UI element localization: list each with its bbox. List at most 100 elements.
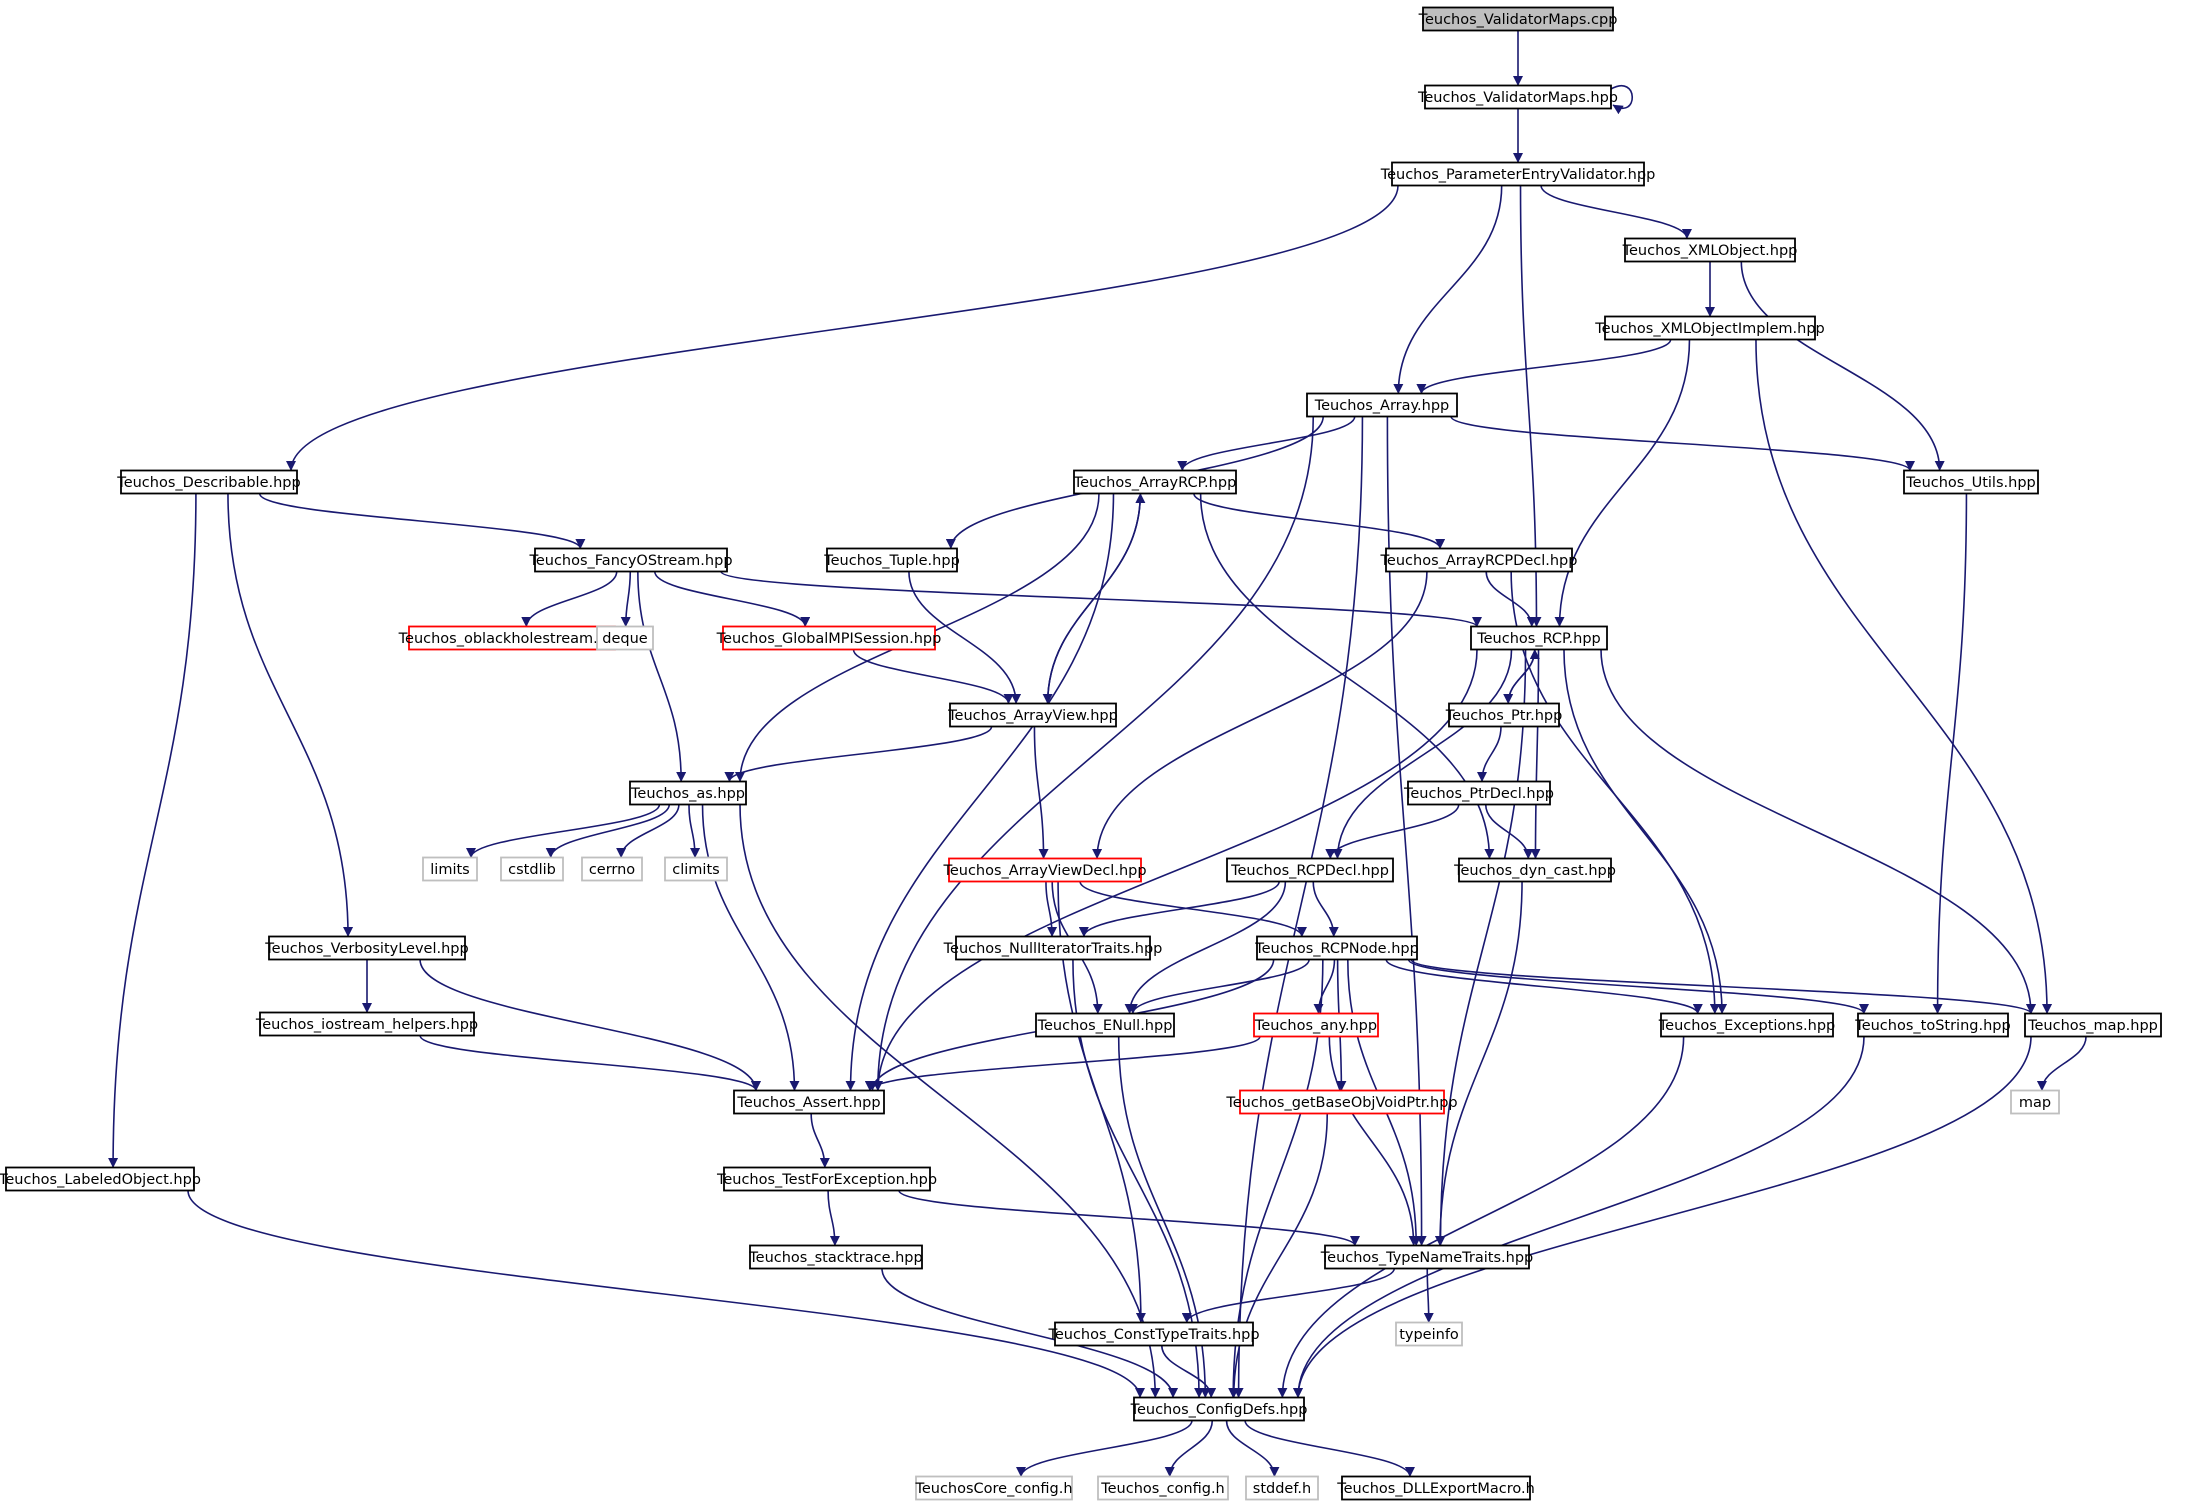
- node-box: [1245, 1475, 1319, 1501]
- node-assert[interactable]: Teuchos_Assert.hpp: [733, 1089, 885, 1115]
- node-cerrno[interactable]: cerrno: [581, 856, 643, 882]
- node-xmlobject[interactable]: Teuchos_XMLObject.hpp: [1622, 237, 1798, 263]
- node-globalmpi[interactable]: Teuchos_GlobalMPISession.hpp: [716, 625, 942, 651]
- node-arrayrcp[interactable]: Teuchos_ArrayRCP.hpp: [1073, 469, 1237, 495]
- node-teuchoscore-config[interactable]: TeuchosCore_config.h: [914, 1475, 1073, 1501]
- edge-rcp-to-assert: [873, 649, 1478, 1091]
- node-enull[interactable]: Teuchos_ENull.hpp: [1035, 1012, 1175, 1038]
- node-typenametraits[interactable]: Teuchos_TypeNameTraits.hpp: [1320, 1244, 1533, 1270]
- node-dllexport[interactable]: Teuchos_DLLExportMacro.h: [1336, 1475, 1535, 1501]
- node-stddef[interactable]: stddef.h: [1245, 1475, 1319, 1501]
- node-label: Teuchos_as.hpp: [630, 786, 745, 802]
- node-fancyostream[interactable]: Teuchos_FancyOStream.hpp: [528, 547, 733, 573]
- node-deque[interactable]: deque: [596, 625, 654, 651]
- node-label: Teuchos_map.hpp: [2027, 1018, 2158, 1034]
- node-describable[interactable]: Teuchos_Describable.hpp: [116, 469, 301, 495]
- edge-rcp-to-exceptions: [1563, 649, 1728, 1014]
- node-rcpnode[interactable]: Teuchos_RCPNode.hpp: [1254, 935, 1419, 961]
- node-label: Teuchos_ArrayViewDecl.hpp: [942, 863, 1146, 879]
- node-label: Teuchos_dyn_cast.hpp: [1453, 863, 1616, 879]
- node-stacktrace[interactable]: Teuchos_stacktrace.hpp: [748, 1244, 923, 1270]
- node-tostring[interactable]: Teuchos_toString.hpp: [1854, 1012, 2011, 1038]
- node-map-hpp[interactable]: Teuchos_map.hpp: [2024, 1012, 2162, 1038]
- edge-rcpdecl-to-enull: [1124, 881, 1287, 1014]
- node-box: [1073, 469, 1237, 495]
- node-cstdlib[interactable]: cstdlib: [500, 856, 564, 882]
- node-consttypetraits[interactable]: Teuchos_ConstTypeTraits.hpp: [1047, 1321, 1260, 1347]
- node-tuple[interactable]: Teuchos_Tuple.hpp: [823, 547, 960, 573]
- node-box: [826, 547, 958, 573]
- node-oblackhole[interactable]: Teuchos_oblackholestream.hpp: [398, 625, 626, 651]
- node-label: Teuchos_ConfigDefs.hpp: [1130, 1402, 1308, 1418]
- node-label: deque: [602, 631, 648, 647]
- edge-rcpnode-to-map-hpp: [1410, 958, 2036, 1015]
- node-rcp[interactable]: Teuchos_RCP.hpp: [1470, 625, 1608, 651]
- node-paramentryvalidator[interactable]: Teuchos_ParameterEntryValidator.hpp: [1380, 161, 1656, 187]
- node-box: [581, 856, 643, 882]
- node-labeledobject[interactable]: Teuchos_LabeledObject.hpp: [0, 1166, 201, 1192]
- node-label: Teuchos_ValidatorMaps.hpp: [1417, 90, 1618, 106]
- node-label: Teuchos_Tuple.hpp: [823, 553, 960, 569]
- node-teuchos-config[interactable]: Teuchos_config.h: [1097, 1475, 1229, 1501]
- edge-arrayrcp-to-arrayrcpdecl: [1193, 493, 1446, 549]
- node-climits[interactable]: climits: [664, 856, 728, 882]
- node-utils[interactable]: Teuchos_Utils.hpp: [1903, 469, 2039, 495]
- node-ptr[interactable]: Teuchos_Ptr.hpp: [1445, 702, 1563, 728]
- node-getbaseobj[interactable]: Teuchos_getBaseObjVoidPtr.hpp: [1225, 1089, 1458, 1115]
- node-any[interactable]: Teuchos_any.hpp: [1253, 1012, 1379, 1038]
- edge-consttypetraits-to-configdefs: [1161, 1345, 1217, 1398]
- node-box: [1407, 780, 1551, 806]
- node-arrayrcpdecl[interactable]: Teuchos_ArrayRCPDecl.hpp: [1380, 547, 1578, 573]
- node-label: Teuchos_ArrayRCP.hpp: [1073, 475, 1237, 491]
- node-arrayview[interactable]: Teuchos_ArrayView.hpp: [947, 702, 1118, 728]
- edge-describable-to-labeledobject: [108, 493, 197, 1168]
- node-array[interactable]: Teuchos_Array.hpp: [1306, 392, 1458, 418]
- node-box: [1857, 1012, 2009, 1038]
- node-label: Teuchos_LabeledObject.hpp: [0, 1172, 201, 1188]
- node-iostreamhelpers[interactable]: Teuchos_iostream_helpers.hpp: [255, 1011, 478, 1037]
- node-box: [1391, 161, 1645, 187]
- node-validatormaps-hpp[interactable]: Teuchos_ValidatorMaps.hpp: [1417, 84, 1618, 110]
- node-ptrdecl[interactable]: Teuchos_PtrDecl.hpp: [1403, 780, 1554, 806]
- edge-arrayrcpdecl-to-rcp: [1485, 571, 1537, 627]
- edge-map-hpp-to-configdefs: [1293, 1036, 2032, 1398]
- edge-any-to-assert: [864, 1035, 1261, 1092]
- node-dyncast[interactable]: Teuchos_dyn_cast.hpp: [1453, 857, 1616, 883]
- edge-getbaseobj-to-configdefs: [1228, 1113, 1329, 1398]
- edge-arrayview-to-arrayviewdecl: [1033, 726, 1049, 859]
- node-configdefs[interactable]: Teuchos_ConfigDefs.hpp: [1130, 1396, 1308, 1422]
- node-map[interactable]: map: [2010, 1089, 2060, 1115]
- node-limits[interactable]: limits: [422, 856, 478, 882]
- node-nulliter[interactable]: Teuchos_NullIteratorTraits.hpp: [943, 935, 1163, 961]
- node-box: [1226, 857, 1394, 883]
- edge-dyncast-to-typenametraits: [1434, 881, 1523, 1246]
- node-typeinfo[interactable]: typeinfo: [1395, 1321, 1463, 1347]
- node-label: cerrno: [589, 862, 635, 878]
- node-label: Teuchos_Describable.hpp: [116, 475, 300, 491]
- node-arrayviewdecl[interactable]: Teuchos_ArrayViewDecl.hpp: [942, 857, 1147, 883]
- node-xmlobjectimplem[interactable]: Teuchos_XMLObjectImplem.hpp: [1594, 315, 1825, 341]
- edge-paramentryvalidator-to-xmlobject: [1540, 185, 1692, 239]
- node-label: Teuchos_Exceptions.hpp: [1658, 1018, 1835, 1034]
- node-box: [1097, 1475, 1229, 1501]
- node-as[interactable]: Teuchos_as.hpp: [629, 780, 747, 806]
- edge-arrayview-to-as: [724, 726, 993, 782]
- node-box: [1256, 935, 1418, 961]
- node-testforexception[interactable]: Teuchos_TestForException.hpp: [716, 1166, 937, 1192]
- node-label: Teuchos_Ptr.hpp: [1445, 708, 1563, 724]
- node-label: limits: [430, 862, 469, 878]
- edge-rcpnode-to-enull: [1127, 959, 1310, 1014]
- edge-describable-to-verbosity: [227, 493, 354, 937]
- node-label: Teuchos_XMLObjectImplem.hpp: [1594, 321, 1824, 337]
- node-validatormaps-cpp[interactable]: Teuchos_ValidatorMaps.cpp: [1418, 6, 1618, 32]
- node-box: [1385, 547, 1573, 573]
- node-box: [1324, 1244, 1530, 1270]
- node-box: [722, 625, 936, 651]
- node-verbosity[interactable]: Teuchos_VerbosityLevel.hpp: [264, 935, 469, 961]
- edge-arrayrcp-to-assert: [845, 493, 1115, 1091]
- node-label: Teuchos_stacktrace.hpp: [748, 1250, 922, 1266]
- node-rcpdecl[interactable]: Teuchos_RCPDecl.hpp: [1226, 857, 1394, 883]
- edge-testforexception-to-stacktrace: [827, 1190, 840, 1246]
- node-exceptions[interactable]: Teuchos_Exceptions.hpp: [1658, 1012, 1835, 1038]
- edge-as-to-limits: [466, 804, 661, 858]
